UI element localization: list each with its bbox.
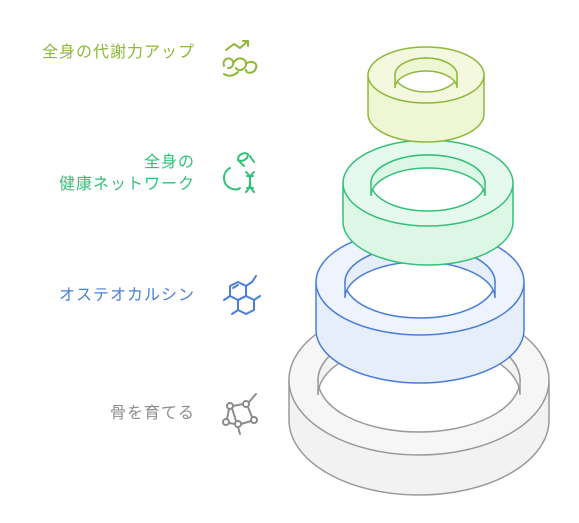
label-network: 全身の 健康ネットワーク [59, 151, 195, 195]
label-line: オステオカルシン [58, 285, 195, 304]
ring-network [342, 139, 514, 266]
metabolism-icon [222, 40, 258, 77]
label-metabolism: 全身の代謝力アップ [42, 41, 195, 63]
label-line: 骨を育てる [109, 403, 195, 422]
label-osteocalcin: オステオカルシン [59, 284, 195, 306]
network-nodes-icon [222, 393, 258, 435]
molecule-icon [223, 275, 261, 315]
label-line: 健康ネットワーク [58, 174, 195, 193]
label-line: 全身の [143, 152, 195, 171]
ring-metabolism [367, 46, 485, 143]
label-bone: 骨を育てる [110, 402, 195, 424]
dna-leaf-icon [223, 152, 255, 193]
label-line: 全身の代謝力アップ [41, 42, 195, 61]
